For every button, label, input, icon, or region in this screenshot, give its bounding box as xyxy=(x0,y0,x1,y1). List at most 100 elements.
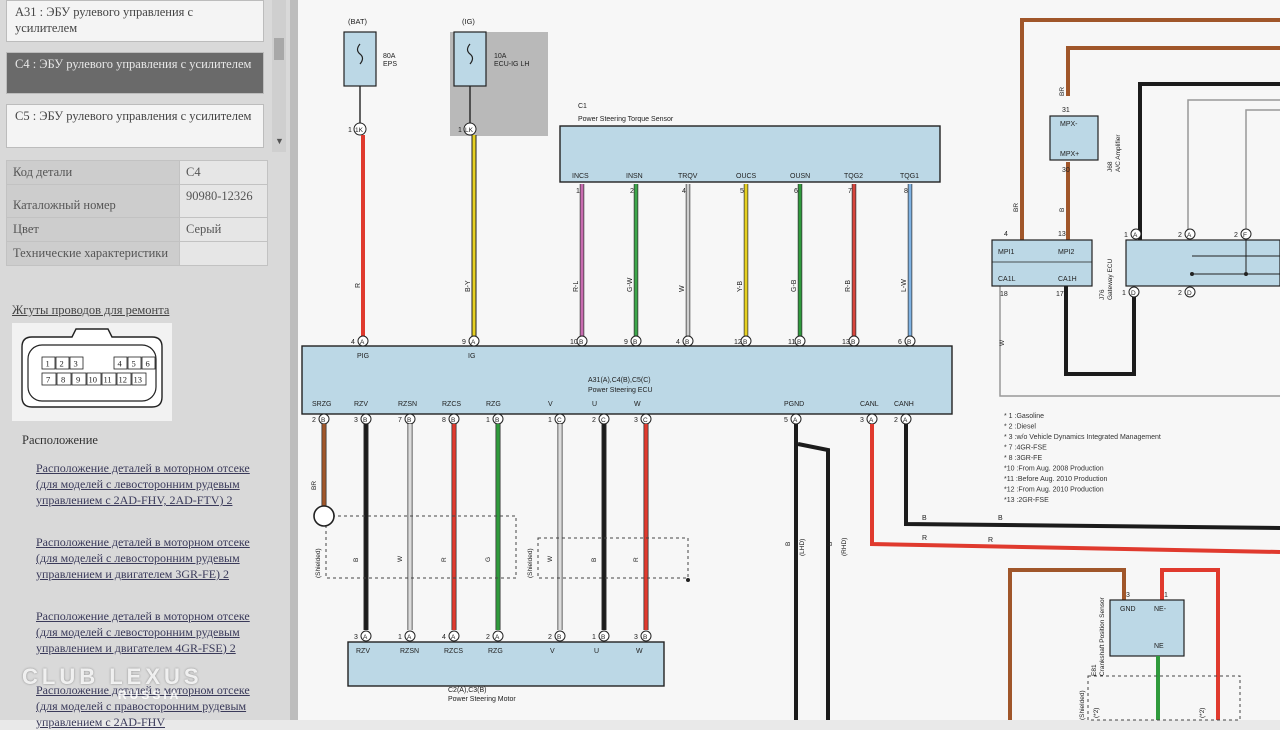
panel-splitter[interactable] xyxy=(290,0,298,720)
scrollbar-thumb[interactable] xyxy=(274,38,284,60)
pin-name: U xyxy=(594,648,599,655)
pin-number: 6 xyxy=(898,339,902,346)
scroll-down-arrow-icon[interactable]: ▼ xyxy=(275,136,284,146)
pin-number: 17 xyxy=(1056,291,1064,298)
pin-number: 2 xyxy=(548,634,552,641)
pin-name: NE xyxy=(1154,643,1164,650)
pin-name: NE- xyxy=(1154,606,1167,613)
pin-number: 3 xyxy=(354,417,358,424)
connector-id: B xyxy=(797,339,801,346)
location-link[interactable]: Расположение деталей в моторном отсеке (… xyxy=(36,683,250,729)
pin-label: 8 xyxy=(61,375,65,385)
pin-number: 5 xyxy=(784,417,788,424)
connector-pin xyxy=(1184,228,1196,240)
location-link[interactable]: Расположение деталей в моторном отсеке (… xyxy=(36,461,250,507)
footnote: * 3 :w/o Vehicle Dynamics Integrated Man… xyxy=(1004,434,1161,441)
power-steering-motor-box xyxy=(347,641,665,687)
location-link[interactable]: Расположение деталей в моторном отсеке (… xyxy=(36,609,250,655)
ac-amplifier-box xyxy=(1049,115,1099,161)
pin-label: 7 xyxy=(46,375,50,385)
wire-color-code: G xyxy=(485,557,492,562)
pin-name: RZG xyxy=(486,401,501,408)
pin-name: CA1L xyxy=(998,276,1016,283)
pin-label: 13 xyxy=(134,375,143,385)
footnote: * 1 :Gasoline xyxy=(1004,413,1044,420)
harness-repair-link[interactable]: Жгуты проводов для ремонта xyxy=(12,303,170,317)
pin-name: RZV xyxy=(356,648,370,655)
pin-number: 3 xyxy=(860,417,864,424)
pin-label: 3 xyxy=(74,359,78,369)
pin-cell xyxy=(56,372,72,386)
wire-color-code: R xyxy=(633,557,640,562)
connector-id: A xyxy=(360,339,365,346)
wire-color-code: L-W xyxy=(901,279,908,292)
wire-color-code: B xyxy=(591,558,598,562)
footnote: * 8 :3GR-FE xyxy=(1004,455,1042,462)
motor-name: Power Steering Motor xyxy=(448,696,516,703)
wire-color-code: B xyxy=(922,515,927,522)
connector-pin xyxy=(360,630,372,642)
watermark-sub: RUSSIA xyxy=(118,688,182,702)
wire-b-loop xyxy=(1064,284,1136,376)
shield-label: (Shielded) xyxy=(315,548,322,578)
pin-name: MPI1 xyxy=(998,249,1014,256)
pin-number: 6 xyxy=(794,188,798,195)
shield-box xyxy=(537,537,689,579)
pin-label: 6 xyxy=(146,359,150,369)
wire-color-code: B xyxy=(1059,208,1066,212)
pin-number: 1 xyxy=(548,417,552,424)
connector-id: D xyxy=(1131,290,1136,297)
wire-color-code: Y-B xyxy=(737,281,744,292)
pin-number: 1 xyxy=(486,417,490,424)
connector-id: A xyxy=(407,634,412,641)
fuse-ecuig-box xyxy=(453,31,487,87)
connector-id: B xyxy=(643,634,647,641)
pin-name: W xyxy=(636,648,643,655)
pin-cell xyxy=(71,372,87,386)
wire-r xyxy=(1160,568,1220,720)
pin-name: U xyxy=(592,401,597,408)
pin-number: 1 xyxy=(348,127,352,134)
component-ref: C1 xyxy=(578,103,587,110)
list-scrollbar[interactable]: ▼ xyxy=(272,0,286,152)
wire-color-code: B-Y xyxy=(465,280,472,292)
connector-pin xyxy=(353,122,367,136)
pin-number: 3 xyxy=(634,417,638,424)
fuse-source: (BAT) xyxy=(348,17,368,26)
connector-id: A xyxy=(471,339,476,346)
pin-number: 9 xyxy=(462,339,466,346)
connector-pin xyxy=(640,630,652,642)
fuse-icon xyxy=(356,43,364,65)
wiring-diagram-svg: (BAT) 80A EPS 1 1K (IG) 10A ECU-IG LH 1 … xyxy=(301,17,1280,721)
component-list-item[interactable]: А31 : ЭБУ рулевого управления с усилител… xyxy=(6,0,264,42)
connector-id: 1K xyxy=(355,127,364,134)
pin-name: RZCS xyxy=(442,401,461,408)
pin-label: 10 xyxy=(89,375,98,385)
table-row: Технические характеристики xyxy=(6,241,268,266)
connector-id: B xyxy=(851,339,855,346)
ecu-ref: A31(A),C4(B),C5(C) xyxy=(588,377,651,384)
pin-cell xyxy=(55,356,70,370)
pin-number: 1 xyxy=(1124,232,1128,239)
pin-number: 10 xyxy=(570,339,578,346)
left-panel: А31 : ЭБУ рулевого управления с усилител… xyxy=(0,0,290,729)
connector-id: B xyxy=(579,339,583,346)
pin-name: RZSN xyxy=(398,401,417,408)
pin-name: RZG xyxy=(488,648,503,655)
pin-number: 1 xyxy=(398,634,402,641)
connector-id: C xyxy=(643,417,648,424)
location-link[interactable]: Расположение деталей в моторном отсеке (… xyxy=(36,535,250,581)
pin-number: 31 xyxy=(1062,107,1070,114)
shield-label: (Shielded) xyxy=(527,548,534,578)
pin-number: 2 xyxy=(312,417,316,424)
wire-color-code: R-B xyxy=(845,280,852,292)
rhd-label: (RHD) xyxy=(841,538,848,556)
component-label: А31 : ЭБУ рулевого управления с усилител… xyxy=(15,5,194,35)
component-list-item-selected[interactable]: С4 : ЭБУ рулевого управления с усилителе… xyxy=(6,52,264,94)
gateway-ecu-box xyxy=(991,239,1093,287)
component-list-item[interactable]: С5 : ЭБУ рулевого управления с усилителе… xyxy=(6,104,264,148)
torque-sensor-pins: INCS1R-L10BINCSINSN2G-W9BINSNTRQV4W4BTRQ… xyxy=(570,173,919,360)
wire-color-code: B xyxy=(785,542,792,546)
